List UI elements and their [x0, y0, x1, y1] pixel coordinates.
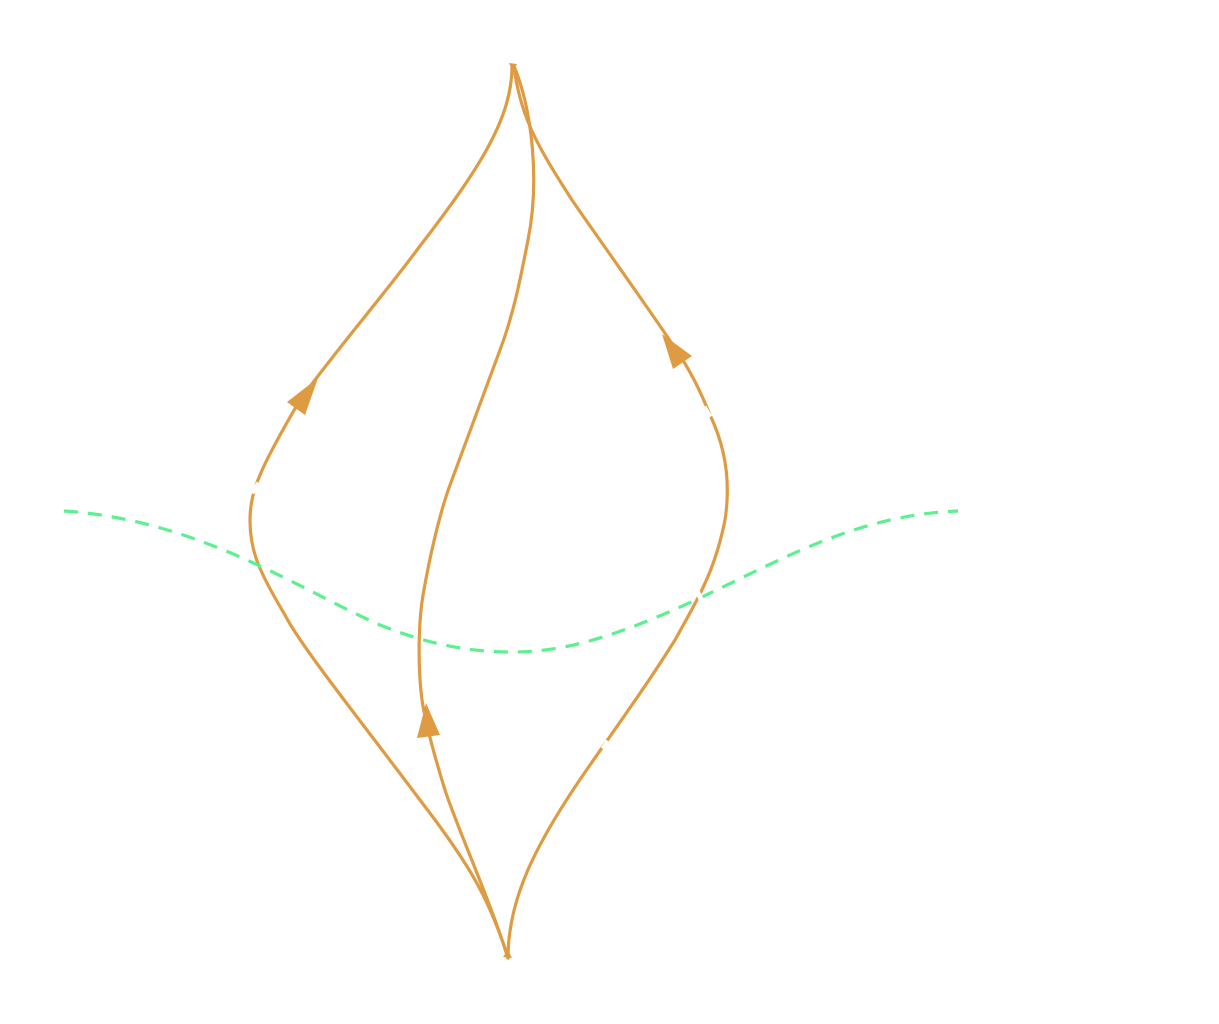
- left-outer-propagator: [248, 64, 514, 960]
- crossing-gap-left: [249, 481, 262, 495]
- top-vertex: [509, 63, 517, 72]
- crossing-gap-right-lower: [600, 739, 611, 751]
- right-outer-propagator: [506, 64, 729, 960]
- arrowhead-right-outer: [662, 334, 692, 369]
- crossing-gap-right-mid: [694, 589, 705, 603]
- cut-line: [63, 509, 959, 654]
- bottom-vertex: [503, 950, 512, 958]
- crossing-gap-right-upper: [701, 405, 713, 419]
- arrowhead-left-outer: [287, 378, 318, 415]
- middle-propagator: [417, 64, 536, 960]
- arrowhead-middle: [417, 703, 440, 738]
